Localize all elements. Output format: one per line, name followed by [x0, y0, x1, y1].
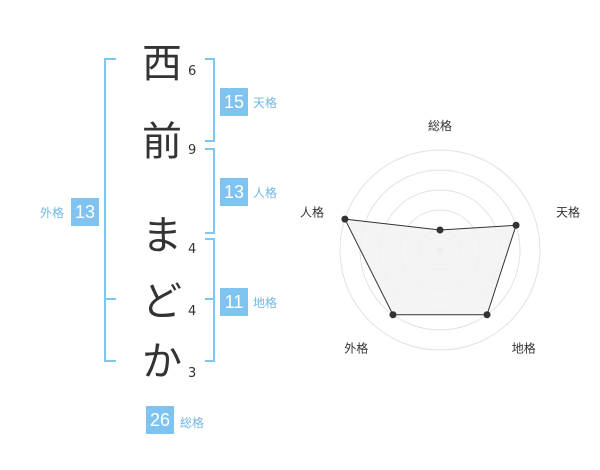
gaikaku-value: 13: [71, 198, 99, 226]
radar-grid-ring: [339, 149, 541, 351]
jinkaku-bracket: [205, 148, 215, 234]
soukaku-value: 26: [146, 406, 174, 434]
jinkaku-value: 13: [220, 178, 248, 206]
tenkaku-bracket: [205, 58, 215, 142]
chikaku-label: 地格: [253, 296, 278, 310]
chikaku-bracket-tick: [205, 298, 215, 300]
radar-point-4: [389, 311, 397, 319]
tenkaku-value: 15: [220, 88, 248, 116]
gaikaku-bracket: [104, 58, 116, 362]
name-char-4: ど: [142, 279, 182, 325]
jinkaku-label: 人格: [253, 186, 278, 200]
radar-axis-label-1: 総格: [428, 118, 452, 133]
stroke-count-1: 6: [188, 64, 197, 79]
radar-grid-ring: [359, 169, 521, 331]
radar-center-dot: [437, 247, 443, 253]
name-char-3: ま: [142, 213, 182, 259]
name-char-5: か: [142, 339, 182, 385]
radar-point-1: [436, 226, 444, 234]
radar-grid: [339, 149, 541, 351]
tenkaku-label: 天格: [253, 96, 278, 110]
radar-axis-label-5: 人格: [300, 204, 324, 219]
radar-points: [341, 215, 520, 319]
gaikaku-label: 外格: [40, 206, 65, 220]
radar-point-3: [483, 311, 491, 319]
stroke-count-2: 9: [188, 143, 197, 158]
chikaku-value: 11: [220, 288, 248, 316]
stroke-count-5: 3: [188, 366, 197, 381]
radar-area: [344, 218, 517, 316]
radar-point-5: [341, 215, 349, 223]
name-char-2: 前: [142, 119, 182, 165]
radar-point-2: [512, 221, 520, 229]
radar-grid-ring: [419, 229, 461, 271]
radar-grid-ring: [399, 209, 481, 291]
stroke-count-3: 4: [188, 242, 197, 257]
radar-axis-label-3: 地格: [512, 341, 536, 356]
radar-axis-label-4: 外格: [344, 341, 368, 356]
stroke-count-4: 4: [188, 304, 197, 319]
gaikaku-bracket-tick: [104, 298, 116, 300]
radar-axis-label-2: 天格: [556, 204, 580, 219]
chikaku-bracket: [205, 238, 215, 362]
name-char-1: 西: [142, 41, 182, 87]
soukaku-label: 総格: [180, 416, 205, 430]
radar-grid-ring: [379, 189, 501, 311]
